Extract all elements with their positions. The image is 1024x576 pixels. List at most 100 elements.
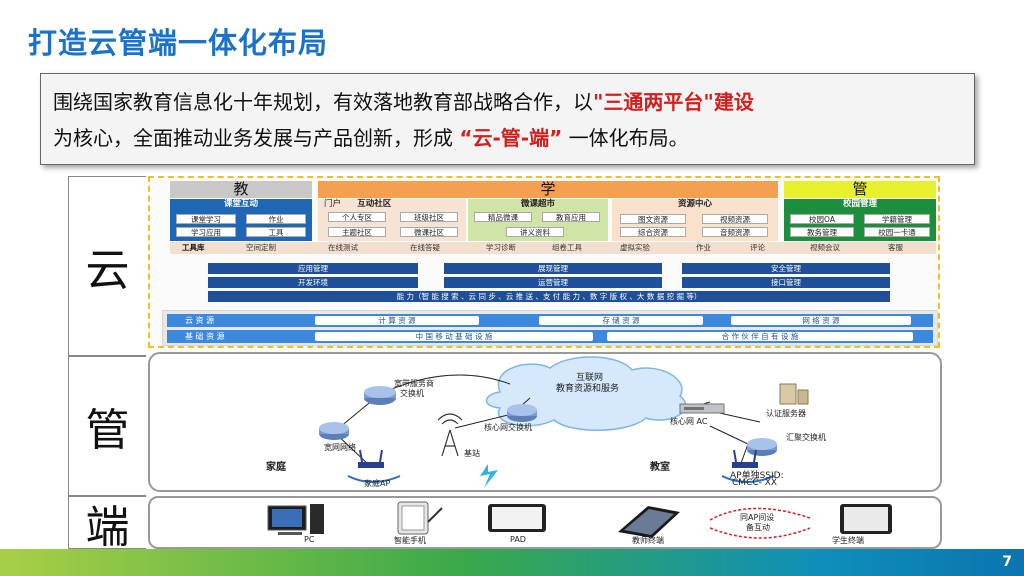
signal-arc-icon — [347, 475, 401, 483]
footer-bar — [0, 549, 1024, 576]
panel-resource-center: 资源中心 图文资源 视频资源 综合资源 音频资源 — [612, 199, 778, 241]
teacher-terminal-icon — [618, 506, 680, 538]
intro-highlight-1: "三通两平台"建设 — [593, 90, 754, 114]
tool-item: 虚拟实验 — [620, 243, 650, 252]
pc-icon — [267, 504, 324, 535]
smartphone-label: 智能手机 — [394, 536, 426, 545]
internet-sub-label: 教育资源和服务 — [556, 384, 620, 394]
broadband-switch-label-2: 交换机 — [400, 389, 424, 398]
panel-item: 教务管理 — [790, 227, 854, 237]
panel-title: 资源中心 — [677, 199, 712, 209]
platform-bar: 开发环境 — [208, 277, 418, 288]
intro-box: 围绕国家教育信息化十年规划，有效落地教育部战略合作，以"三通两平台"建设 为核心… — [40, 73, 975, 165]
panel-item: 工具 — [246, 227, 306, 237]
student-terminal-label: 学生终端 — [832, 536, 864, 545]
label-pipe: 管 — [68, 356, 146, 496]
tool-item: 空间定制 — [246, 243, 276, 252]
terminal-devices — [267, 501, 892, 539]
intro-text-a: 围绕国家教育信息化十年规划，有效落地教育部战略合作，以 — [53, 90, 593, 114]
network-diagram — [319, 356, 809, 488]
home-label: 家庭 — [266, 462, 286, 473]
router-icon — [319, 422, 349, 440]
pad-label: PAD — [510, 535, 526, 544]
student-terminal-icon — [840, 504, 892, 534]
teacher-terminal-label: 教师终端 — [632, 536, 664, 545]
panel-item: 作业 — [246, 214, 306, 224]
panel-item: 主题社区 — [328, 227, 386, 237]
panel-item: 视频资源 — [702, 214, 768, 224]
tool-item: 在线测试 — [328, 243, 358, 252]
cloud-resource-item: 网 络 资 源 — [731, 316, 911, 325]
broadband-net-label: 宽网网络 — [324, 443, 356, 452]
router-icon — [507, 404, 537, 422]
interaction-arc-icon — [709, 507, 811, 521]
tool-item: 组卷工具 — [552, 243, 582, 252]
interaction-arc-icon — [709, 527, 811, 539]
platform-bar: 应用管理 — [208, 263, 418, 274]
smartphone-icon — [397, 501, 443, 535]
panel-item: 校园一卡通 — [864, 227, 930, 237]
internet-label: 互联网 — [576, 373, 604, 383]
wireless-ap-icon — [732, 449, 758, 468]
base-station-label: 基站 — [464, 449, 480, 458]
panel-item: 课堂学习 — [176, 214, 236, 224]
panel-item: 学习应用 — [176, 227, 236, 237]
panel-item: 精品微课 — [474, 212, 532, 222]
wireless-ap-icon — [358, 449, 384, 468]
architecture-diagram: 教 学 管 课堂互动 课堂学习 作业 学习应用 工具 门户 互动社区 个人专区 … — [146, 176, 946, 549]
panel-title: 门户 互动社区 — [324, 199, 392, 209]
cloud-resource-bar: 云 资 源 计 算 资 源 存 储 资 源 网 络 资 源 — [167, 314, 933, 327]
panel-title: 微课超市 — [520, 199, 555, 209]
ap-interaction-label-2: 备互动 — [746, 523, 770, 532]
panel-item: 教育应用 — [542, 212, 600, 222]
tool-item: 视频会议 — [810, 243, 840, 252]
capability-bar: 能 力（智 能 搜 索 、云 同 步 、云 推 送 、支 付 能 力 、数 字 … — [208, 291, 890, 302]
head-manage: 管 — [784, 181, 936, 198]
panel-item: 音频资源 — [702, 227, 768, 237]
home-ap-label: 家庭AP — [364, 479, 391, 488]
ap-ssid-label: AP单独SSID: — [730, 471, 784, 481]
ap-cmcc-label: CMCC- XX — [732, 478, 778, 488]
pc-label: PC — [304, 535, 315, 544]
intro-text-b: 为核心，全面推动业务发展与产品创新，形成 — [53, 126, 453, 150]
panel-title: 校园管理 — [842, 199, 877, 209]
panel-item: 班级社区 — [400, 212, 458, 222]
intro-text-c: 一体化布局。 — [568, 126, 689, 150]
classroom-label: 教室 — [650, 462, 670, 473]
slide-title: 打造云管端一体化布局 — [28, 26, 329, 60]
label-end: 端 — [68, 496, 146, 553]
router-icon — [747, 438, 777, 456]
label-cloud: 云 — [68, 176, 146, 356]
platform-bar: 运营管理 — [444, 277, 662, 288]
panel-item: 综合资源 — [620, 227, 686, 237]
platform-bar: 接口管理 — [682, 277, 890, 288]
tool-item: 在线答疑 — [410, 243, 440, 252]
panel-class-interaction: 课堂互动 课堂学习 作业 学习应用 工具 — [170, 199, 312, 241]
tool-item: 评论 — [750, 243, 765, 252]
cloud-layer: 教 学 管 课堂互动 课堂学习 作业 学习应用 工具 门户 互动社区 个人专区 … — [148, 176, 940, 348]
tool-library-label: 工具库 — [182, 243, 205, 252]
base-station-icon — [437, 413, 463, 457]
panel-micro-course: 微课超市 精品微课 教育应用 讲义资料 — [468, 199, 608, 241]
panel-portal-community: 门户 互动社区 个人专区 班级社区 主题社区 微课社区 — [318, 199, 466, 241]
tool-item: 作业 — [696, 243, 711, 252]
lightning-icon — [480, 464, 498, 488]
panel-item: 校园OA — [790, 214, 854, 224]
head-learn: 学 — [318, 181, 778, 198]
tool-item: 客服 — [888, 243, 903, 252]
cloud-resource-item: 存 储 资 源 — [539, 316, 703, 325]
ac-device-icon — [679, 403, 725, 414]
tool-library-row: 工具库 空间定制 在线测试 在线答疑 学习诊断 组卷工具 虚拟实验 作业 评论 … — [170, 242, 936, 254]
signal-arc-icon — [721, 475, 775, 483]
end-layer: PC 智能手机 PAD 教师终端 同AP间设 备互动 学生终端 — [148, 496, 942, 549]
platform-bar: 安全管理 — [682, 263, 890, 274]
panel-item: 图文资源 — [620, 214, 686, 224]
base-resource-item: 合 作 伙 伴 自 有 设 施 — [607, 332, 913, 341]
ap-interaction-label: 同AP间设 — [740, 513, 775, 522]
broadband-switch-label: 宽带服务商 — [394, 379, 434, 388]
agg-switch-label: 汇聚交换机 — [786, 433, 826, 442]
platform-bar: 展现管理 — [444, 263, 662, 274]
router-icon — [364, 386, 396, 405]
pad-icon — [488, 504, 546, 532]
intro-highlight-2: “云-管-端” — [459, 126, 563, 150]
